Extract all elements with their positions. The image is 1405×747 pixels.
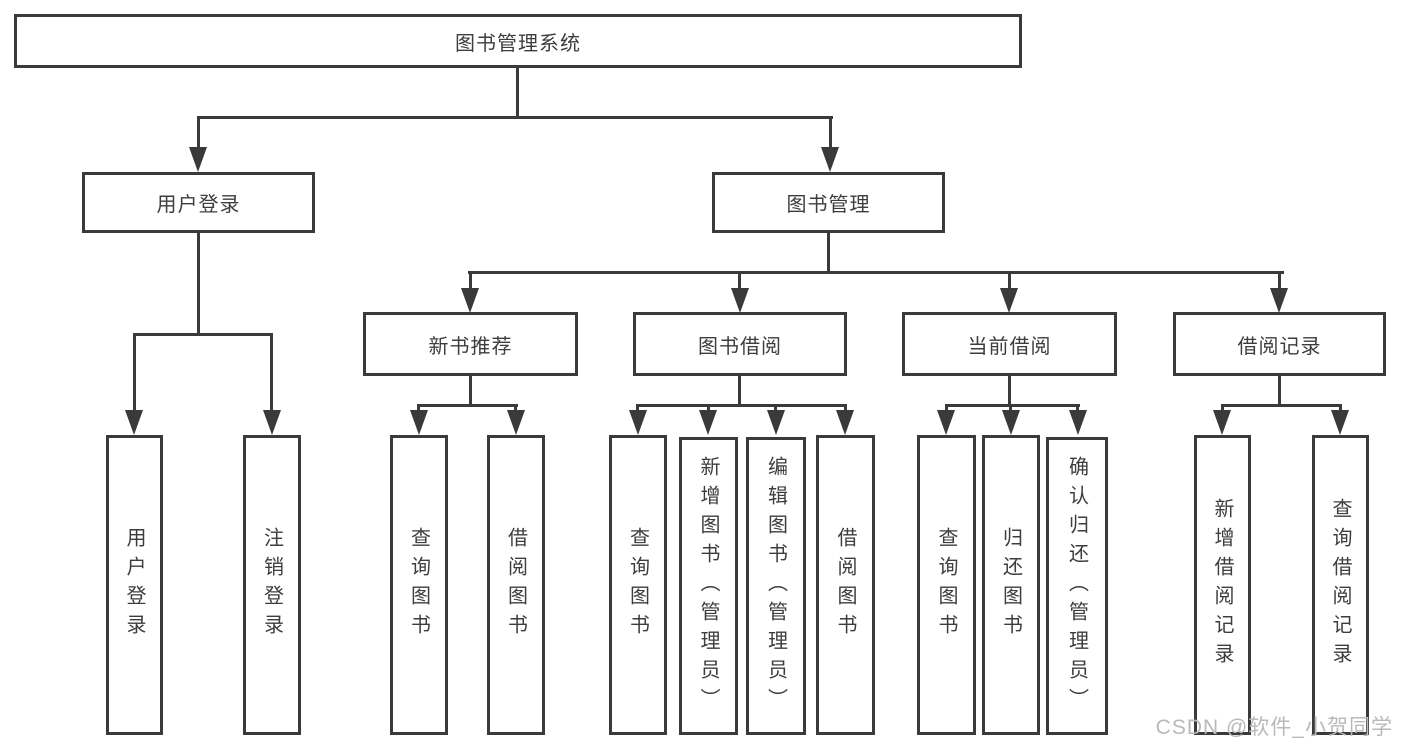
connector-line — [469, 376, 472, 406]
connector-line — [1076, 404, 1079, 414]
arrow-down-icon — [461, 288, 479, 313]
connector-line — [1008, 271, 1011, 291]
connector-line — [636, 404, 639, 414]
watermark: CSDN @软件_小贺同学 — [1155, 716, 1393, 739]
arrow-down-icon — [507, 410, 525, 435]
node-library-management-system: 图书管理系统 — [14, 14, 1022, 68]
connector-line — [738, 271, 741, 291]
leaf-current-query-books: 查询图书 — [917, 435, 976, 735]
connector-line — [1278, 376, 1281, 406]
arrow-down-icon — [1069, 410, 1087, 435]
leaf-borrowing-borrow-books: 借阅图书 — [816, 435, 875, 735]
arrow-down-icon — [937, 410, 955, 435]
node-book-borrowing: 图书借阅 — [633, 312, 847, 376]
arrow-down-icon — [1000, 288, 1018, 313]
arrow-down-icon — [1331, 410, 1349, 435]
arrow-down-icon — [699, 410, 717, 435]
leaf-return-books: 归还图书 — [982, 435, 1040, 735]
connector-line — [1008, 376, 1011, 406]
leaf-confirm-return-admin: 确认归还（管理员） — [1046, 437, 1108, 735]
arrow-down-icon — [731, 288, 749, 313]
connector-line — [133, 333, 136, 413]
connector-line — [417, 404, 420, 414]
node-user-login: 用户登录 — [82, 172, 315, 233]
connector-line — [637, 404, 847, 407]
connector-line — [844, 404, 847, 414]
connector-line — [827, 233, 830, 273]
node-borrowing-records: 借阅记录 — [1173, 312, 1386, 376]
connector-line — [197, 116, 833, 119]
connector-line — [1009, 404, 1012, 414]
connector-line — [1221, 404, 1224, 414]
leaf-logout: 注销登录 — [243, 435, 301, 735]
leaf-edit-books-admin: 编辑图书（管理员） — [746, 437, 806, 735]
connector-line — [197, 233, 200, 335]
leaf-user-login: 用户登录 — [106, 435, 163, 735]
connector-line — [514, 404, 517, 414]
connector-line — [1221, 404, 1342, 407]
connector-line — [829, 116, 832, 150]
arrow-down-icon — [1002, 410, 1020, 435]
arrow-down-icon — [410, 410, 428, 435]
connector-line — [469, 271, 472, 291]
connector-line — [707, 404, 710, 414]
connector-line — [1278, 271, 1281, 291]
arrow-down-icon — [1213, 410, 1231, 435]
connector-line — [1339, 404, 1342, 414]
leaf-borrowing-query-books: 查询图书 — [609, 435, 667, 735]
arrow-down-icon — [263, 410, 281, 435]
connector-line — [418, 404, 518, 407]
arrow-down-icon — [767, 410, 785, 435]
connector-line — [738, 376, 741, 406]
leaf-recommend-borrow-books: 借阅图书 — [487, 435, 545, 735]
arrow-down-icon — [629, 410, 647, 435]
node-new-book-recommend: 新书推荐 — [363, 312, 578, 376]
connector-line — [133, 333, 273, 336]
connector-line — [945, 404, 1080, 407]
node-book-management: 图书管理 — [712, 172, 945, 233]
connector-line — [945, 404, 948, 414]
connector-line — [197, 116, 200, 150]
leaf-add-books-admin: 新增图书（管理员） — [679, 437, 738, 735]
leaf-recommend-query-books: 查询图书 — [390, 435, 448, 735]
arrow-down-icon — [836, 410, 854, 435]
connector-line — [774, 404, 777, 414]
connector-line — [270, 333, 273, 413]
node-current-borrowing: 当前借阅 — [902, 312, 1117, 376]
connector-line — [468, 271, 1284, 274]
arrow-down-icon — [821, 147, 839, 172]
leaf-query-borrow-record: 查询借阅记录 — [1312, 435, 1369, 735]
arrow-down-icon — [189, 147, 207, 172]
arrow-down-icon — [1270, 288, 1288, 313]
arrow-down-icon — [125, 410, 143, 435]
leaf-add-borrow-record: 新增借阅记录 — [1194, 435, 1251, 735]
connector-line — [516, 68, 519, 118]
